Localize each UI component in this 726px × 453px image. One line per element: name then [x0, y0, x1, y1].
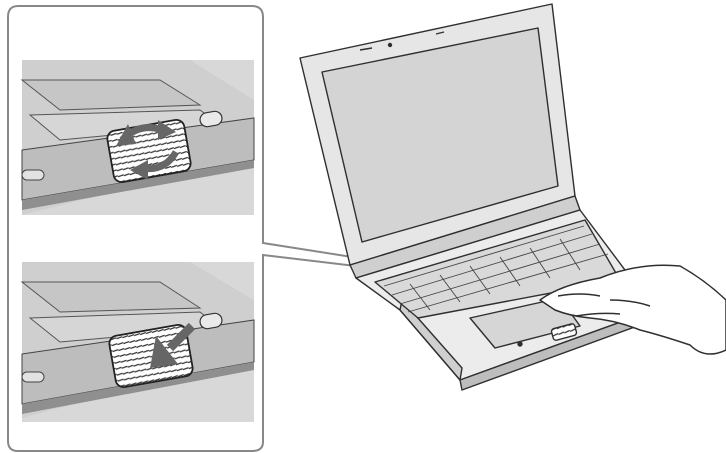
inset-press-dial [22, 262, 254, 422]
inset-rotate-dial [22, 60, 254, 215]
laptop [300, 4, 640, 390]
